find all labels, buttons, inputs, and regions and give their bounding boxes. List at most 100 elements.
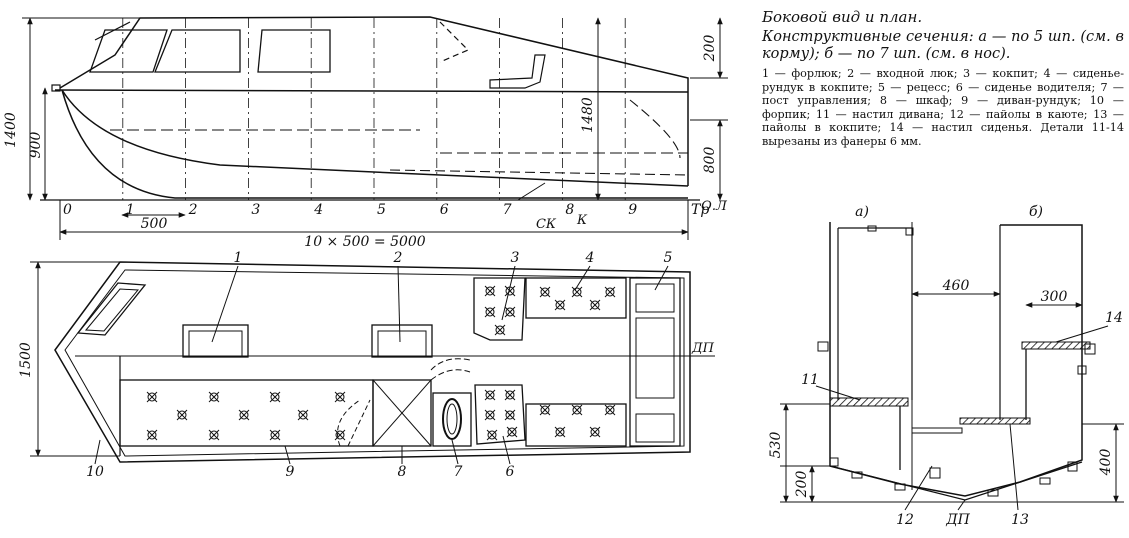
- plan-recess-top: [635, 283, 675, 313]
- callout-14: 14: [1105, 310, 1123, 326]
- dim-total-length: 10 × 500 = 5000: [304, 234, 426, 250]
- plan-upholstery-buttons: [146, 285, 616, 441]
- caption-title: Боковой вид и план.: [762, 8, 923, 26]
- upholstery-button: [504, 409, 516, 421]
- upholstery-button: [146, 429, 158, 441]
- plan-callout-2: 2: [393, 250, 403, 266]
- plan-recess-mid: [635, 317, 675, 399]
- plan-driver-seat: [474, 384, 526, 445]
- upholstery-button: [539, 404, 551, 416]
- callout-leader-10: [94, 439, 101, 465]
- plan-callout-3: 3: [511, 250, 520, 266]
- frame-label-8: 8: [565, 202, 574, 218]
- side-interior-curve: [389, 169, 691, 176]
- plan-cockpit-seat-left: [473, 277, 526, 341]
- frame-label-1: 1: [126, 202, 135, 218]
- plan-beam-label: 1500: [18, 342, 34, 378]
- dim-500: 500: [141, 216, 168, 232]
- callout-leader-4: [574, 265, 591, 291]
- plan-view: [30, 261, 715, 463]
- section-dim-300-label: 300: [1041, 289, 1068, 305]
- plan-callout-7: 7: [454, 464, 463, 480]
- plan-door-swing: [337, 399, 371, 447]
- plan-recess-bottom: [635, 413, 675, 443]
- side-bow-fitting: [51, 84, 61, 92]
- upholstery-button: [604, 286, 616, 298]
- section-a-sofa-deck: [829, 397, 909, 407]
- upholstery-button: [334, 391, 346, 403]
- section-fittings: [817, 225, 1096, 497]
- upholstery-button: [506, 426, 518, 438]
- upholstery-button: [504, 285, 516, 297]
- side-window-1: [89, 29, 168, 73]
- plan-hull-outline: [54, 261, 691, 463]
- upholstery-button: [176, 409, 188, 421]
- dim-1400: 1400: [3, 112, 19, 148]
- plan-callout-4: 4: [585, 250, 595, 266]
- frame-label-2: 2: [188, 202, 198, 218]
- plan-control-post: [432, 392, 472, 447]
- section-a-cabin: [837, 227, 913, 400]
- side-superstructure-outline: [59, 16, 689, 186]
- upholstery-button: [484, 409, 496, 421]
- upholstery-button: [571, 404, 583, 416]
- upholstery-button: [504, 389, 516, 401]
- upholstery-button: [269, 429, 281, 441]
- plan-steering-wheel-inner: [446, 403, 458, 435]
- plan-cabinet-x2: [372, 379, 432, 447]
- plan-cockpit-locker-bottom: [525, 403, 627, 447]
- section-a-outline: [829, 222, 901, 485]
- upholstery-button: [484, 306, 496, 318]
- caption: Боковой вид и план. Конструктивные сечен…: [762, 8, 1124, 149]
- section-dim-530-label: 530: [768, 432, 784, 459]
- section-b-label: б): [1029, 204, 1043, 220]
- section-b-cockpit-floor: [959, 417, 1031, 425]
- callout-leader-1: [211, 265, 239, 343]
- callout-leader-6: [502, 435, 511, 465]
- plan-recess: [629, 277, 681, 447]
- upholstery-button: [486, 429, 498, 441]
- plan-hatch-2-inner: [377, 330, 427, 358]
- frame-label-3: 3: [251, 202, 260, 218]
- plan-hatch-1: [182, 324, 249, 358]
- section-a-label: а): [855, 204, 869, 220]
- upholstery-button: [589, 426, 601, 438]
- caption-subtitle: Конструктивные сечения: а — по 5 шп. (см…: [762, 29, 1124, 62]
- upholstery-button: [238, 409, 250, 421]
- plan-cockpit-locker-top: [525, 277, 627, 319]
- side-sk-leader: [517, 182, 546, 201]
- plan-steering-wheel: [442, 398, 462, 440]
- callout-13: 13: [1011, 512, 1029, 528]
- frame-label-7: 7: [503, 202, 512, 218]
- dim-800: 800: [702, 147, 718, 174]
- side-driver-seat: [489, 54, 546, 89]
- section-dim-200-label: 200: [794, 471, 810, 499]
- plan-passage-lines: [430, 358, 471, 381]
- plan-callout-1: 1: [234, 250, 243, 266]
- upholstery-button: [208, 391, 220, 403]
- section-labels: а) б) 460 300 530 200 400 ДП 11 12 13 14: [768, 204, 1123, 528]
- callout-leader-2: [397, 265, 401, 343]
- frame-label-9: 9: [628, 202, 637, 218]
- upholstery-button: [504, 306, 516, 318]
- callout-leader-5: [654, 265, 669, 291]
- frame-label-0: 0: [63, 202, 72, 218]
- section-dp-label: ДП: [945, 512, 970, 528]
- side-sheer-line: [54, 89, 689, 93]
- upholstery-button: [484, 389, 496, 401]
- upholstery-button: [554, 426, 566, 438]
- upholstery-button: [146, 391, 158, 403]
- plan-callout-6: 6: [506, 464, 515, 480]
- side-transom-curve: [629, 99, 681, 159]
- upholstery-button: [604, 404, 616, 416]
- section-dim-400-label: 400: [1098, 449, 1114, 477]
- caption-legend: 1 — форлюк; 2 — входной люк; 3 — кокпит;…: [762, 67, 1124, 148]
- dim-1480: 1480: [580, 97, 596, 133]
- side-view: [40, 16, 700, 201]
- upholstery-button: [571, 286, 583, 298]
- callout-12: 12: [896, 512, 914, 528]
- section-leaders: [815, 325, 1109, 511]
- section-a-cabin-floor: [911, 427, 963, 434]
- plan-forehatch: [76, 282, 147, 336]
